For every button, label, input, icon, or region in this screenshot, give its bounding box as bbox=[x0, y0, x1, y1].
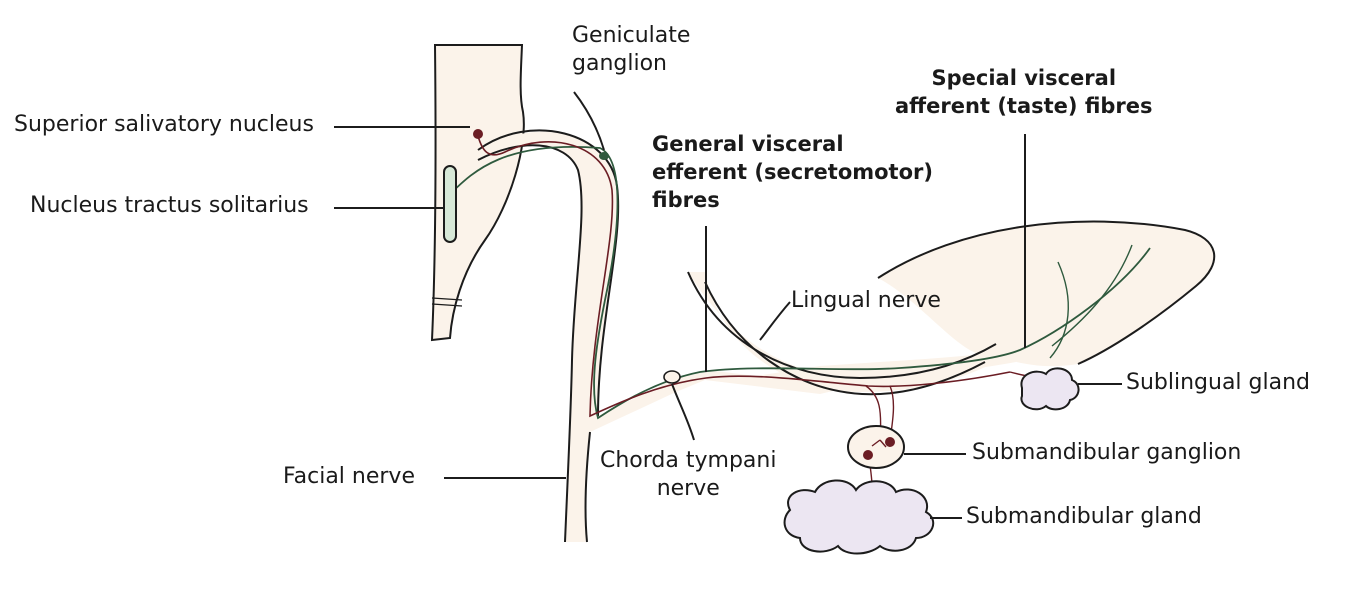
nucleus-tractus-solitarius-shape bbox=[443, 165, 457, 243]
tongue-fold bbox=[1049, 261, 1069, 359]
label-special-visceral-afferent: Special visceral afferent (taste) fibres bbox=[895, 66, 1153, 118]
tongue bbox=[878, 221, 1215, 367]
label-submandibular-gland: Submandibular gland bbox=[966, 504, 1202, 529]
sublingual-gland-shape bbox=[1020, 367, 1080, 411]
tongue-fold-2 bbox=[1051, 244, 1133, 347]
ganglion-cell-1 bbox=[885, 437, 895, 447]
ganglion-cell-2 bbox=[863, 450, 873, 460]
label-submandibular-ganglion: Submandibular ganglion bbox=[972, 440, 1242, 465]
lingual-nerve-outline-2 bbox=[704, 281, 986, 396]
facial-nerve-body bbox=[478, 131, 1016, 542]
leader-lingual bbox=[759, 301, 791, 341]
label-nucleus-tractus-solitarius: Nucleus tractus solitarius bbox=[30, 193, 309, 218]
label-chorda-tympani-nerve: Chorda tympani nerve bbox=[600, 448, 777, 501]
brainstem bbox=[430, 44, 525, 342]
submandibular-ganglion-shape bbox=[847, 425, 905, 469]
label-superior-salivatory-nucleus: Superior salivatory nucleus bbox=[14, 112, 314, 137]
chorda-tympani-junction bbox=[663, 370, 681, 384]
submandibular-gland-shape bbox=[783, 479, 935, 555]
label-facial-nerve: Facial nerve bbox=[283, 464, 415, 489]
geniculate-ganglion-shape bbox=[599, 152, 609, 160]
label-lingual-nerve: Lingual nerve bbox=[791, 288, 941, 313]
superior-salivatory-nucleus-dot bbox=[473, 129, 483, 139]
efferent-fibre bbox=[477, 135, 1011, 418]
tongue-outline bbox=[877, 220, 1216, 365]
leader-geniculate bbox=[573, 91, 605, 151]
label-geniculate-ganglion: Geniculate ganglion bbox=[572, 23, 691, 76]
ganglion-synapse bbox=[871, 439, 887, 448]
facial-nerve-outline-inner bbox=[477, 144, 583, 543]
leader-chorda-tympani bbox=[671, 383, 695, 441]
lingual-nerve-outline-1 bbox=[687, 271, 997, 380]
label-sublingual-gland: Sublingual gland bbox=[1126, 370, 1311, 395]
brainstem-mark bbox=[431, 297, 463, 307]
label-general-visceral-efferent: General visceral efferent (secretomotor)… bbox=[652, 132, 933, 212]
facial-nerve-lower-outer bbox=[584, 431, 591, 543]
afferent-fibre bbox=[447, 146, 1151, 420]
